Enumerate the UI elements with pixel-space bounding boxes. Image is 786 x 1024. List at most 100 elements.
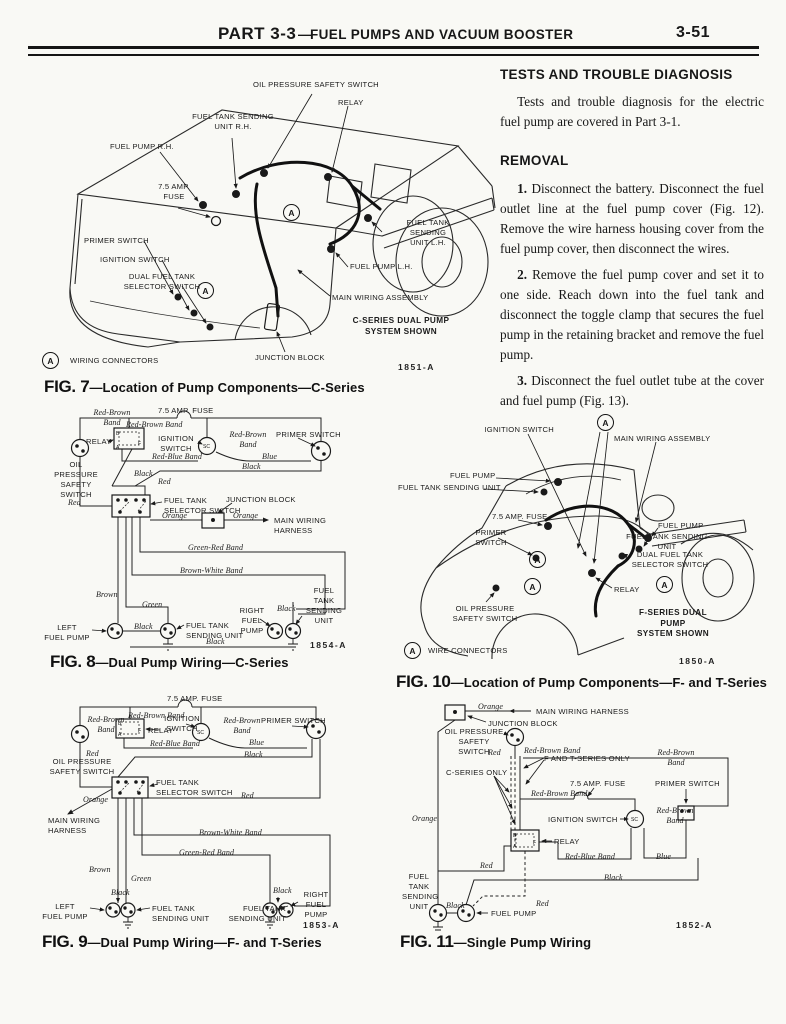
fig7-label-fuel-pump-lh: FUEL PUMP L.H.: [350, 262, 413, 271]
svg-text:B: B: [118, 721, 122, 727]
fig8-label-right-fuel-pump: RIGHT FUEL PUMP: [239, 606, 265, 635]
section-heading-tests: TESTS AND TROUBLE DIAGNOSIS: [500, 67, 733, 82]
fig7-connector-mark-a: A: [283, 204, 300, 221]
fig11-label-fuel-tank-sending-unit: FUEL TANK SENDING UNIT: [402, 872, 439, 911]
fig8-wire-brown-white-band: Brown-White Band: [180, 566, 243, 575]
fig8-wire-red-brown-band-3: Red-Brown Band: [229, 430, 267, 450]
fig9-wire-red-brown-band-1: Red-Brown Band: [128, 711, 185, 720]
svg-text:F: F: [138, 441, 141, 447]
fig11-caption-number: FIG. 11: [400, 932, 454, 951]
fig8-wire-black-5: Black: [206, 637, 225, 646]
step-number: 1.: [517, 180, 528, 196]
fig8-label-junction-block: JUNCTION BLOCK: [226, 495, 296, 504]
fig7-connector-mark-a: A: [197, 282, 214, 299]
fig8-label-fuel-tank-sending-unit-2: FUEL TANK SENDING UNIT: [305, 586, 343, 625]
fig10-label-fuel-pump-right: FUEL PUMP: [658, 521, 704, 530]
step-number: 2.: [517, 266, 528, 282]
fig8-label-primer-switch: PRIMER SWITCH: [276, 430, 341, 439]
fig8-label-fuel-tank-sending-unit-1: FUEL TANK SENDING UNIT: [186, 621, 244, 640]
fig7-caption-title: —Location of Pump Components—C-Series: [89, 380, 365, 395]
fig7-label-fuel-tank-sending-unit-lh: FUEL TANK SENDING UNIT L.H.: [406, 218, 450, 247]
fig11-wire-red-blue-band: Red-Blue Band: [565, 852, 615, 861]
leader-lines: [467, 708, 689, 916]
fig10-label-fuse: 7.5 AMP. FUSE: [492, 512, 548, 521]
fig11-wire-black-1: Black: [604, 873, 623, 882]
fig9-label-primer-switch: PRIMER SWITCH: [261, 716, 326, 725]
fig7-legend-wiring-connectors: WIRING CONNECTORS: [70, 356, 159, 365]
components: [428, 704, 695, 931]
fig8-wire-black-2: Black: [242, 462, 261, 471]
fig9-label-left-fuel-pump: LEFT FUEL PUMP: [42, 902, 88, 921]
fig7-label-primer-switch: PRIMER SWITCH: [84, 236, 149, 245]
fig8-caption-number: FIG. 8: [50, 652, 96, 671]
fig10-caption: FIG. 10—Location of Pump Components—F- a…: [396, 672, 767, 692]
header-part: PART 3-3: [218, 24, 297, 43]
svg-text:A: A: [118, 732, 122, 738]
section-heading-removal: REMOVAL: [500, 153, 569, 169]
fig11-wire-black-2: Black: [446, 901, 465, 910]
truck-outline: [69, 109, 496, 348]
step-text: Disconnect the fuel outlet tube at the c…: [500, 373, 764, 409]
fig10-label-main-wiring-assembly: MAIN WIRING ASSEMBLY: [614, 434, 711, 443]
fig9-wire-red-blue-band: Red-Blue Band: [150, 739, 200, 748]
fig10-legend-a-icon: A: [404, 642, 421, 659]
leader-lines: [483, 431, 659, 603]
fig8-wire-orange-1: Orange: [162, 511, 188, 520]
terminal-letters: B F A SC: [118, 721, 204, 738]
removal-step-3: 3. Disconnect the fuel outlet tube at th…: [500, 371, 764, 411]
fig8-wire-black-1: Black: [134, 469, 153, 478]
page-number: 3-51: [676, 24, 711, 41]
section-paragraph-tests: Tests and trouble diagnosis for the elec…: [500, 94, 764, 130]
fig10-illustration: IGNITION SWITCH A MAIN WIRING ASSEMBLY F…: [396, 408, 766, 670]
fig9-label-relay: RELAY: [148, 726, 174, 735]
fig9-label-ignition-switch: IGNITION SWITCH: [164, 714, 200, 733]
svg-text:A: A: [513, 844, 517, 850]
header-title: FUEL PUMPS AND VACUUM BOOSTER: [310, 27, 574, 42]
fig10-label-fuel-pump-left: FUEL PUMP: [450, 471, 496, 480]
fig9-wire-black-3: Black: [273, 886, 292, 895]
fig8-wire-red-1: Red: [158, 477, 171, 486]
fig11-drawing: B F A SC: [428, 704, 729, 931]
components: [70, 718, 327, 929]
fig11-wire-blue: Blue: [656, 852, 672, 861]
fig9-wire-green-red-band: Green-Red Band: [179, 848, 235, 857]
wires: [67, 699, 331, 911]
text-column: TESTS AND TROUBLE DIAGNOSIS Tests and tr…: [500, 66, 764, 417]
fig11-wire-red-brown-band-2: Red-Brown Band: [657, 748, 695, 768]
fig8-label-relay: RELAY: [86, 437, 112, 446]
fig7-legend-a-icon: A: [42, 352, 59, 369]
fig7-label-relay: RELAY: [338, 98, 364, 107]
fig11-wire-red-brown-band-3: Red-Brown Band: [531, 789, 588, 798]
fig7-label-fuel-tank-sending-unit-rh: FUEL TANK SENDING UNIT R.H.: [192, 112, 274, 131]
fig10-connector-mark-a: A: [656, 576, 673, 593]
fig9-wire-red-1: Red: [86, 749, 99, 758]
fig10-legend-wire-connectors: WIRE CONNECTORS: [428, 646, 508, 655]
fig9-caption-title: —Dual Pump Wiring—F- and T-Series: [87, 935, 322, 950]
fig9-wire-red-2: Red: [241, 791, 254, 800]
fig9-wire-brown-white-band: Brown-White Band: [199, 828, 262, 837]
fig7-label-fuel-pump-rh: FUEL PUMP R.H.: [110, 142, 174, 151]
fig8-label-oil-pressure-safety-switch: OIL PRESSURE SAFETY SWITCH: [54, 460, 98, 499]
fig10-connector-mark-a: A: [529, 551, 546, 568]
svg-text:F: F: [533, 840, 536, 846]
fig10-label-dual-fuel-tank-selector-switch: DUAL FUEL TANK SELECTOR SWITCH: [631, 550, 709, 569]
fig8-wire-black-4: Black: [277, 604, 296, 613]
fig9-wire-red-brown-band-2: Red-Brown Band: [87, 715, 125, 735]
fig8-wire-blue: Blue: [262, 452, 278, 461]
component-marks: [174, 169, 372, 332]
fig11-wire-red-2: Red: [480, 861, 493, 870]
step-text: Remove the fuel pump cover and set it to…: [500, 266, 764, 363]
removal-step-1: 1. Disconnect the battery. Disconnect th…: [500, 179, 764, 259]
fig8-wire-red-blue-band: Red-Blue Band: [152, 452, 202, 461]
fig10-connector-mark-a: A: [524, 578, 541, 595]
fig11-wire-red-3: Red: [536, 899, 549, 908]
fig10-label-fuel-tank-sending-unit-right: FUEL TANK SENDING UNIT: [626, 532, 708, 551]
fig8-wire-orange-2: Orange: [233, 511, 259, 520]
leader-lines: [89, 723, 309, 912]
fig8-caption: FIG. 8—Dual Pump Wiring—C-Series: [50, 652, 289, 672]
fig10-connector-mark-a: A: [597, 414, 614, 431]
fig10-caption-number: FIG. 10: [396, 672, 451, 691]
fig11-wire-red-brown-band-1: Red-Brown Band: [524, 746, 581, 755]
fig7-label-oil-pressure-safety-switch: OIL PRESSURE SAFETY SWITCH: [253, 80, 379, 89]
